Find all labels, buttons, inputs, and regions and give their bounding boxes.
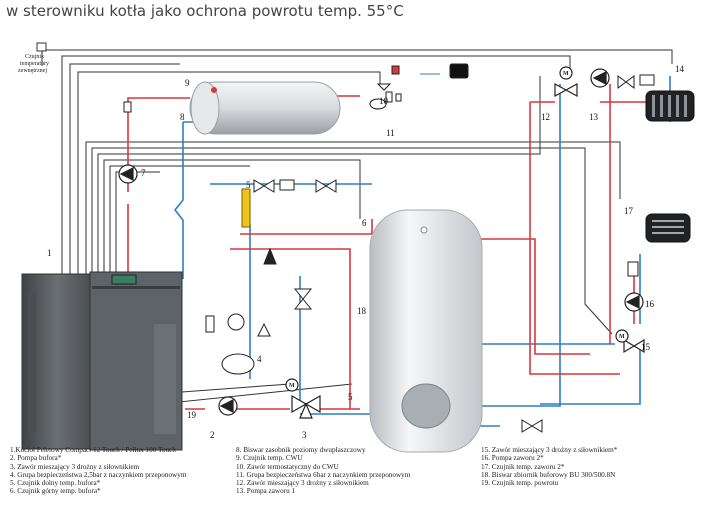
- legend-item: 13. Pompa zaworu 1: [236, 487, 296, 496]
- heating-schematic: Czujnik temperatury zewnętrznej: [18, 42, 695, 453]
- boiler-display-icon: [111, 274, 137, 285]
- mixing-valve-icon: [285, 66, 645, 419]
- legend-column-1: 1.Kocioł Peletowy Compact 12 Touch / Pel…: [10, 446, 186, 496]
- legend-item: 8. Biswar zasobnik poziomy dwupłaszczowy: [236, 446, 366, 454]
- svg-text:1: 1: [47, 248, 52, 258]
- svg-text:M: M: [619, 334, 625, 340]
- svg-text:9: 9: [185, 78, 190, 88]
- legend-column-2: 8. Biswar zasobnik poziomy dwupłaszczowy…: [236, 446, 410, 496]
- svg-text:3: 3: [302, 430, 307, 440]
- legend-item: 16. Pompa zaworu 2*: [481, 454, 544, 463]
- page-caption: w sterowniku kotła jako ochrona powrotu …: [6, 2, 404, 20]
- tank-indicator-icon: [211, 87, 217, 93]
- legend-item: 5. Czujnik dolny temp. bufora*: [10, 479, 101, 488]
- outdoor-sensor-icon: [36, 42, 47, 52]
- svg-text:4: 4: [257, 354, 262, 364]
- legend-item: 15. Zawór mieszający 3 drożny z siłownik…: [481, 446, 618, 454]
- pump-icon: [118, 68, 644, 416]
- thermostatic-valve-10: [391, 63, 469, 79]
- legend-column-3: 15. Zawór mieszający 3 drożny z siłownik…: [481, 446, 617, 487]
- svg-text:5: 5: [246, 180, 251, 190]
- svg-text:12: 12: [541, 112, 550, 122]
- valve-icon: [123, 74, 655, 433]
- svg-text:Czujnik: Czujnik: [25, 54, 44, 60]
- safety-group-icon: [205, 91, 402, 375]
- svg-text:zewnętrznej: zewnętrznej: [18, 68, 47, 74]
- legend-item: 19. Czujnik temp. powrotu: [481, 479, 559, 488]
- svg-text:5: 5: [348, 392, 353, 402]
- buffer-sensor-icon: [241, 188, 251, 228]
- legend-item: 17. Czujnik temp. zaworu 2*: [481, 462, 565, 471]
- outdoor-sensor-label: Czujnik temperatury zewnętrznej: [18, 54, 49, 74]
- svg-text:6: 6: [362, 218, 367, 228]
- diagram-frame: Czujnik temperatury zewnętrznej: [0, 24, 720, 500]
- floor-heating-coil: [645, 213, 691, 243]
- legend-item: 3. Zawór mieszający 3 drożny z siłowniki…: [10, 462, 140, 471]
- svg-text:18: 18: [357, 306, 367, 316]
- horizontal-dhw-tank: [189, 81, 341, 135]
- motor-labels: M M M: [289, 71, 625, 389]
- svg-text:7: 7: [141, 168, 146, 178]
- legend-item: 18. Biswar zbiornik buforowy BU 300/500.…: [481, 470, 616, 479]
- svg-text:M: M: [563, 71, 569, 77]
- svg-text:16: 16: [645, 299, 655, 309]
- svg-text:temperatury: temperatury: [20, 61, 49, 67]
- radiator-upper: [645, 90, 695, 122]
- svg-text:14: 14: [675, 64, 685, 74]
- legend-item: 2. Pompa bufora*: [10, 454, 62, 463]
- legend-item: 6. Czujnik górny temp. bufora*: [10, 487, 101, 496]
- legend-item: 10. Zawór termostatyczny do CWU: [236, 462, 339, 471]
- svg-text:17: 17: [624, 206, 634, 216]
- svg-text:19: 19: [187, 410, 197, 420]
- legend-item: 9. Czujnik temp. CWU: [236, 454, 303, 463]
- return-pipes: [173, 76, 671, 427]
- svg-text:15: 15: [641, 342, 651, 352]
- legend-item: 4. Grupa bezpieczeństwa 2,5bar z naczynk…: [10, 470, 187, 479]
- pellet-boiler: [21, 271, 183, 451]
- legend-item: 11. Grupa bezpieczeństwa 6bar z naczynki…: [236, 470, 411, 479]
- svg-text:11: 11: [386, 128, 395, 138]
- svg-text:8: 8: [180, 112, 185, 122]
- buffer-tank: [369, 209, 483, 453]
- legend-item: 1.Kocioł Peletowy Compact 12 Touch / Pel…: [10, 446, 176, 454]
- svg-text:10: 10: [379, 96, 389, 106]
- svg-text:2: 2: [210, 430, 215, 440]
- svg-text:13: 13: [589, 112, 599, 122]
- component-numbers: 1 2 3 4 5 5 6 7 8 9 10 11 12 13 14 15 16…: [47, 64, 685, 440]
- legend-item: 12. Zawór mieszający 3 drożny z siłownik…: [236, 479, 369, 488]
- svg-text:M: M: [289, 383, 295, 389]
- tap-icon: [449, 63, 469, 79]
